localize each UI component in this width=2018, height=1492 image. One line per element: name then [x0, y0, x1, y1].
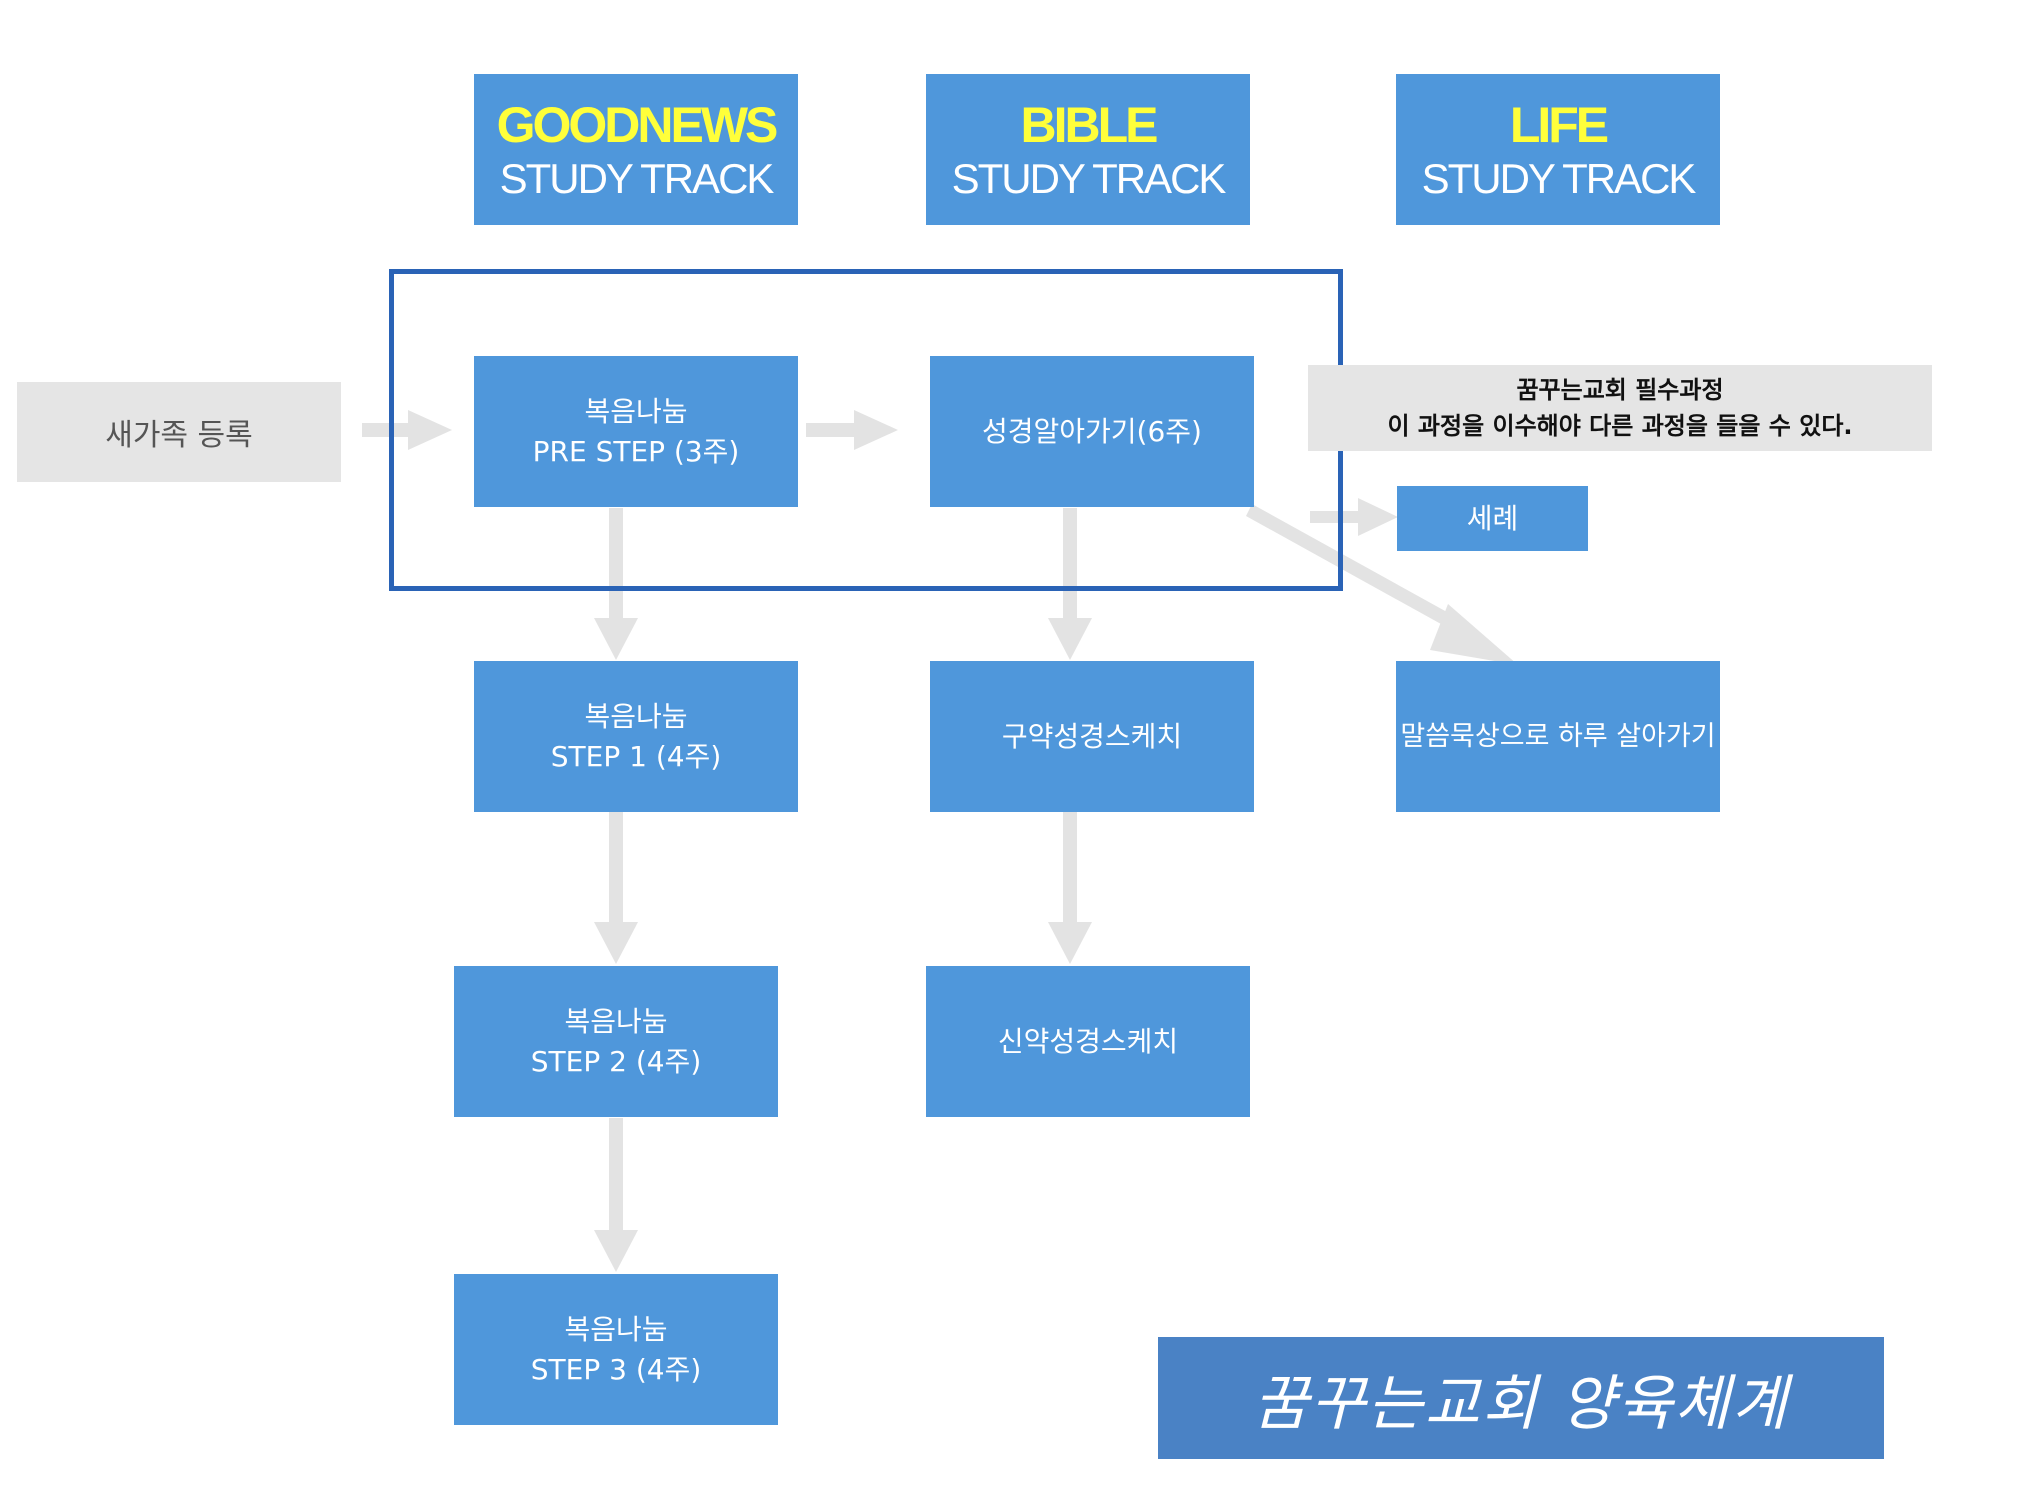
- bible-intro: 성경알아가기(6주): [930, 356, 1254, 507]
- step-title: 복음나눔: [584, 394, 688, 428]
- step-label: 성경알아가기(6주): [982, 414, 1202, 448]
- arrow-bible-intro-to-meditation: [1246, 504, 1518, 665]
- step-label: 말씀묵상으로 하루 살아가기: [1400, 720, 1716, 752]
- step-title: 복음나눔: [584, 699, 688, 733]
- arrow-to-baptism: [1310, 498, 1398, 536]
- step-label: 구약성경스케치: [1001, 719, 1183, 753]
- required-course-note: 꿈꾸는교회 필수과정 이 과정을 이수해야 다른 과정을 들을 수 있다.: [1308, 365, 1932, 451]
- step-title: 복음나눔: [564, 1004, 668, 1038]
- track-subtitle: STUDY TRACK: [499, 154, 775, 202]
- page-title: 꿈꾸는교회 양육체계: [1253, 1368, 1789, 1439]
- track-title: GOODNEWS: [496, 96, 779, 153]
- arrow-step1-to-step2: [594, 812, 638, 964]
- registration-label: 새가족 등록: [105, 418, 253, 453]
- arrow-old-to-new-testament: [1048, 812, 1092, 964]
- note-line-1: 꿈꾸는교회 필수과정: [1516, 376, 1724, 404]
- track-header-life: LIFE STUDY TRACK: [1396, 74, 1720, 225]
- arrow-prestep-to-step1: [594, 508, 638, 660]
- goodnews-prestep: 복음나눔 PRE STEP (3주): [474, 356, 798, 507]
- track-subtitle: STUDY TRACK: [1421, 154, 1697, 202]
- step-subtitle: STEP 3 (4주): [530, 1352, 702, 1386]
- step-subtitle: STEP 2 (4주): [530, 1044, 702, 1078]
- step-label: 신약성경스케치: [997, 1024, 1179, 1058]
- goodnews-step1: 복음나눔 STEP 1 (4주): [474, 661, 798, 812]
- goodnews-step3: 복음나눔 STEP 3 (4주): [454, 1274, 778, 1425]
- bible-old-testament-sketch: 구약성경스케치: [930, 661, 1254, 812]
- life-daily-meditation: 말씀묵상으로 하루 살아가기: [1396, 661, 1720, 812]
- track-title: BIBLE: [1020, 96, 1159, 153]
- step-title: 복음나눔: [564, 1312, 668, 1346]
- life-baptism: 세례: [1397, 486, 1588, 551]
- track-header-goodnews: GOODNEWS STUDY TRACK: [474, 74, 798, 225]
- arrow-registration-to-prestep: [362, 410, 452, 450]
- track-header-bible: BIBLE STUDY TRACK: [926, 74, 1250, 225]
- step-subtitle: STEP 1 (4주): [550, 739, 722, 773]
- track-title: LIFE: [1509, 96, 1609, 153]
- track-subtitle: STUDY TRACK: [951, 154, 1227, 202]
- registration-box: 새가족 등록: [17, 382, 341, 482]
- bible-new-testament-sketch: 신약성경스케치: [926, 966, 1250, 1117]
- page-title-banner: 꿈꾸는교회 양육체계: [1158, 1337, 1884, 1459]
- step-label: 세례: [1466, 501, 1519, 535]
- arrow-bible-intro-to-old-testament: [1048, 508, 1092, 660]
- arrow-prestep-to-bible-intro: [806, 410, 898, 450]
- note-line-2: 이 과정을 이수해야 다른 과정을 들을 수 있다.: [1387, 412, 1853, 440]
- goodnews-step2: 복음나눔 STEP 2 (4주): [454, 966, 778, 1117]
- step-subtitle: PRE STEP (3주): [532, 434, 740, 468]
- arrow-step2-to-step3: [594, 1118, 638, 1272]
